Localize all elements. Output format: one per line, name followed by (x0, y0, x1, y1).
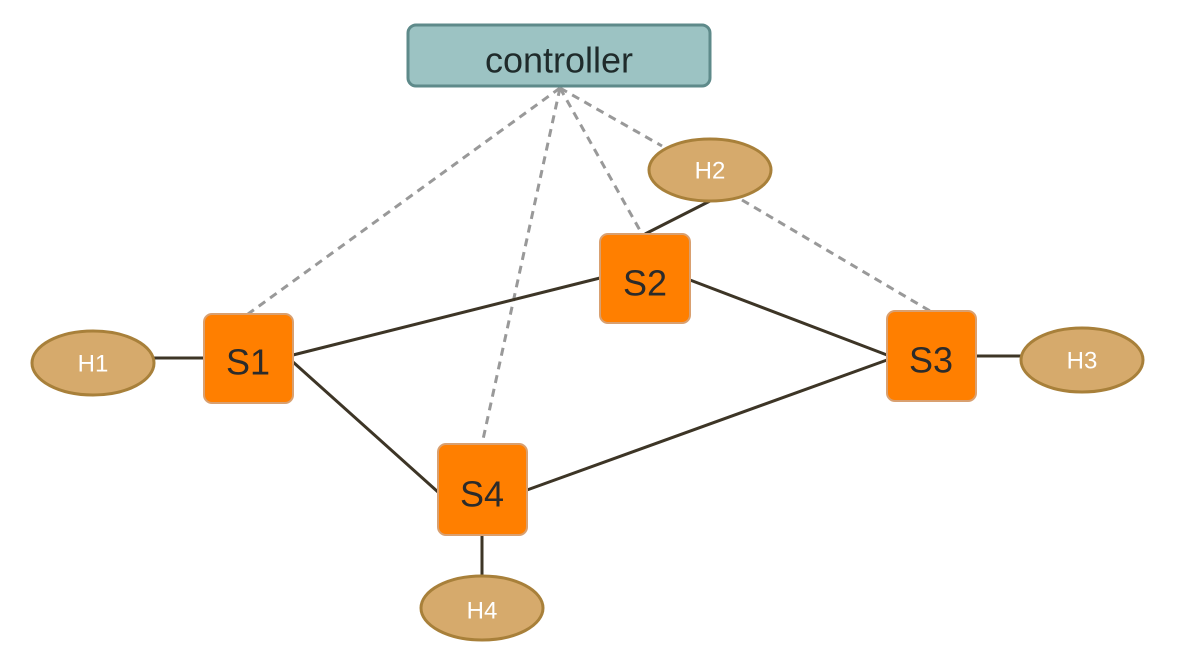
link-s1-s2 (292, 276, 601, 357)
host-h1-ellipse (30, 329, 156, 397)
host-h2-ellipse (647, 137, 773, 203)
switch-s4[interactable]: S4 (437, 443, 528, 536)
link-s2-s3 (689, 278, 888, 357)
control-link-h2 (559, 86, 663, 148)
controller-node[interactable]: controller (406, 23, 712, 88)
controller-label: controller (485, 40, 633, 81)
data-links (154, 199, 1022, 576)
switch-s1[interactable]: S1 (203, 313, 294, 404)
switch-s3[interactable]: S3 (886, 310, 977, 402)
host-h3-ellipse (1019, 326, 1145, 394)
switch-s4-box (437, 443, 528, 536)
switch-s3-box (886, 310, 977, 402)
host-h4[interactable]: H4 (419, 574, 545, 642)
switch-s2-box (599, 233, 691, 324)
switch-s1-label: S1 (226, 342, 270, 383)
switch-s3-label: S3 (909, 340, 953, 381)
link-s4-s3 (526, 358, 888, 492)
switch-s2[interactable]: S2 (599, 233, 691, 324)
control-links (247, 86, 931, 445)
host-h1-label: H1 (78, 351, 109, 378)
switch-s1-box (203, 313, 294, 404)
switch-s2-label: S2 (623, 263, 667, 304)
link-s1-s4 (291, 360, 440, 494)
control-link-s4 (480, 87, 562, 445)
host-h1[interactable]: H1 (30, 329, 156, 397)
link-s2-h2 (644, 199, 711, 236)
switch-s4-label: S4 (460, 474, 504, 515)
host-h4-ellipse (419, 574, 545, 642)
host-h3[interactable]: H3 (1019, 326, 1145, 394)
control-link-h2-s3 (741, 198, 931, 313)
host-h2[interactable]: H2 (647, 137, 773, 203)
host-h2-label: H2 (695, 158, 726, 185)
host-h3-label: H3 (1067, 348, 1098, 375)
controller-box (406, 23, 712, 88)
control-link-s1 (247, 86, 561, 316)
host-h4-label: H4 (467, 598, 498, 625)
